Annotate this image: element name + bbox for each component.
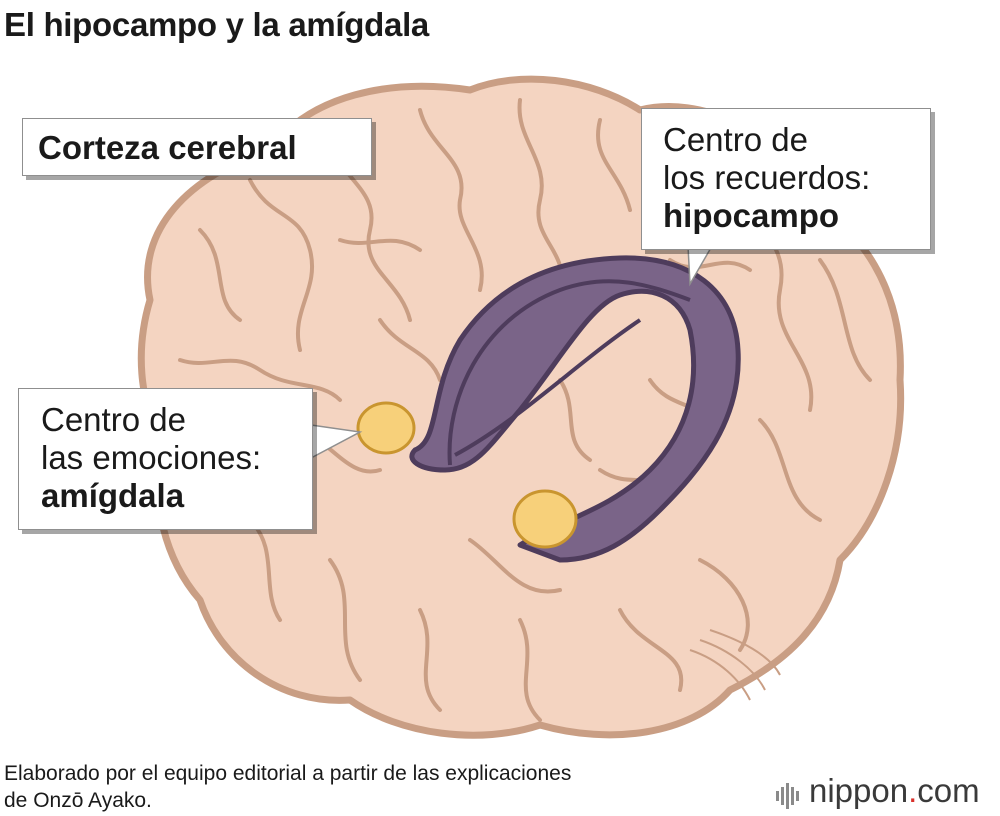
hippocampus-label-line-1: Centro de — [663, 121, 808, 158]
logo-bars-icon — [776, 774, 801, 812]
hippocampus-fornix — [454, 318, 642, 457]
amygdala-callout: Centro de las emociones: amígdala — [18, 388, 313, 530]
logo-name: nippon — [809, 772, 909, 809]
amygdala-label-line-2: las emociones: — [41, 439, 262, 476]
amygdala-label-line-3: amígdala — [41, 477, 185, 514]
hippocampus-callout: Centro de los recuerdos: hipocampo — [641, 108, 931, 250]
hippocampus-label-line-3: hipocampo — [663, 197, 840, 234]
amygdala-label-line-1: Centro de — [41, 401, 186, 438]
logo-dot: . — [908, 772, 918, 809]
hippocampus-inner-band — [447, 279, 691, 466]
credit-text: Elaborado por el equipo editorial a part… — [4, 760, 571, 814]
nippon-logo: nippon.com — [776, 772, 980, 812]
diagram-title: El hipocampo y la amígdala — [4, 6, 429, 43]
cortex-callout: Corteza cerebral — [22, 118, 372, 176]
logo-tld: com — [917, 772, 980, 809]
hippocampus-label-line-2: los recuerdos: — [663, 159, 871, 196]
credit-line-1: Elaborado por el equipo editorial a part… — [4, 762, 572, 785]
cortex-label: Corteza cerebral — [38, 129, 297, 166]
amygdala-left — [356, 401, 416, 455]
credit-line-2: de Onzō Ayako. — [4, 789, 152, 812]
cerebellum-lines — [689, 629, 781, 701]
amygdala-right — [512, 489, 578, 549]
